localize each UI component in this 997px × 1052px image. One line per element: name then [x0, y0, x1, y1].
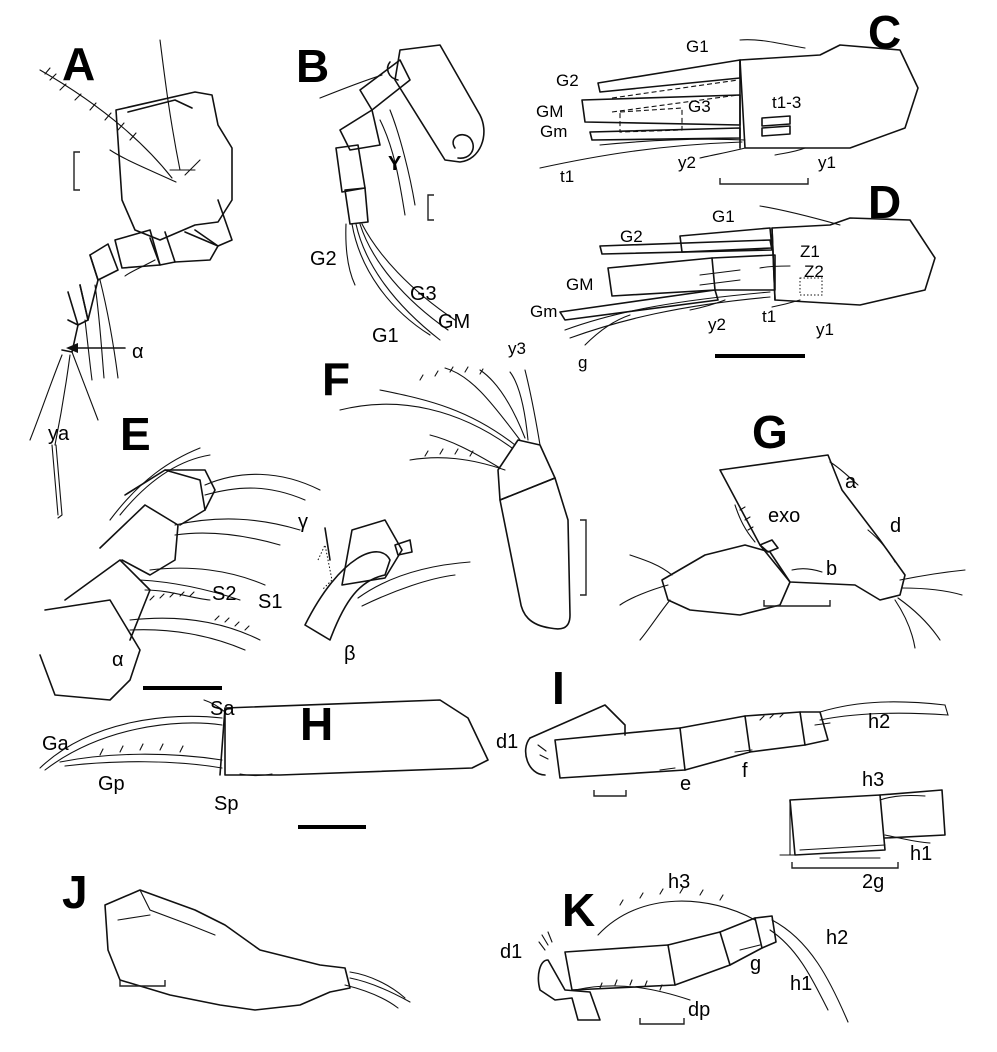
- panel-b-label-g3: G3: [410, 283, 437, 305]
- panel-k-label-h3: h3: [668, 871, 690, 893]
- panel-e-label: E: [120, 408, 151, 460]
- panel-a-pointer-head: [66, 343, 78, 353]
- panel-c-label-g3: G3: [688, 97, 711, 116]
- panel-e-label-gamma: γ: [298, 511, 308, 533]
- panel-i-label-2g: 2g: [862, 871, 884, 893]
- panel-b-drawing: [319, 44, 485, 341]
- panel-b-label-gm: GM: [438, 311, 470, 333]
- panel-d-label-y2: y2: [708, 315, 726, 334]
- panel-f-label: F: [322, 353, 350, 405]
- panel-e-label-s1: S1: [258, 591, 282, 613]
- panel-c-label-y2: y2: [678, 153, 696, 172]
- panel-i-label-h1: h1: [910, 843, 932, 865]
- panel-j-drawing: [104, 889, 411, 1011]
- panel-h-label-sa: Sa: [210, 698, 235, 720]
- panel-d-label: D: [868, 176, 901, 228]
- panel-e-drawing: [39, 447, 471, 701]
- panel-d-label-z2: Z2: [804, 262, 824, 281]
- panel-i-label: I: [552, 662, 565, 714]
- panel-c-label-y1: y1: [818, 153, 836, 172]
- panel-i-label-f: f: [742, 760, 748, 782]
- panel-g-label-a: a: [845, 471, 857, 493]
- panel-g-drawing: [619, 454, 966, 649]
- panel-g-label-d: d: [890, 515, 901, 537]
- panel-c-label: C: [868, 6, 901, 58]
- panel-d-label-t1: t1: [762, 307, 776, 326]
- panel-i-label-d1: d1: [496, 731, 518, 753]
- panel-i-drawing: [524, 701, 949, 869]
- panel-d-label-y3: y3: [508, 339, 526, 358]
- panel-b-label-g2: G2: [310, 248, 337, 270]
- panel-k-label-dp: dp: [688, 999, 710, 1021]
- panel-d-label-g: g: [578, 353, 587, 372]
- panel-d-label-gm-small: Gm: [530, 302, 557, 321]
- panel-h-label: H: [300, 698, 333, 750]
- panel-d-label-g2: G2: [620, 227, 643, 246]
- panel-d-label-g1: G1: [712, 207, 735, 226]
- panel-a-label-alpha: α: [132, 341, 144, 363]
- panel-c-label-t1: t1: [560, 167, 574, 186]
- panel-k-label-h2: h2: [826, 927, 848, 949]
- panel-h-label-gp: Gp: [98, 773, 125, 795]
- panel-e-label-alpha: α: [112, 649, 124, 671]
- panel-g-label-exo: exo: [768, 505, 800, 527]
- panel-h-label-sp: Sp: [214, 793, 238, 815]
- panel-a-drawing: [29, 39, 233, 519]
- panel-h-drawing: [39, 699, 489, 829]
- panel-c-label-t1-3: t1-3: [772, 93, 801, 112]
- panel-d-label-y1: y1: [816, 320, 834, 339]
- panel-d-drawing: [559, 205, 936, 358]
- panel-g-label: G: [752, 406, 788, 458]
- panel-j-label: J: [62, 866, 88, 918]
- panel-k-label-g: g: [750, 953, 761, 975]
- panel-k-label-d1: d1: [500, 941, 522, 963]
- panel-f-drawing: [339, 366, 587, 630]
- panel-e-label-beta: β: [344, 643, 356, 665]
- panel-d-label-gm: GM: [566, 275, 593, 294]
- panel-a-label: A: [62, 38, 95, 90]
- panel-i-label-h3: h3: [862, 769, 884, 791]
- panel-b-label-g1: G1: [372, 325, 399, 347]
- panel-c-label-g1: G1: [686, 37, 709, 56]
- panel-i-label-h2: h2: [868, 711, 890, 733]
- panel-b-label-y: Y: [388, 153, 402, 175]
- panel-k-label: K: [562, 884, 595, 936]
- panel-g-label-b: b: [826, 558, 837, 580]
- panel-c-label-g2: G2: [556, 71, 579, 90]
- panel-c-drawing: [539, 39, 919, 185]
- panel-c-label-gm-small: Gm: [540, 122, 567, 141]
- panel-d-label-z1: Z1: [800, 242, 820, 261]
- panel-i-label-e: e: [680, 773, 691, 795]
- panel-b-label: B: [296, 40, 329, 92]
- panel-c-label-gm: GM: [536, 102, 563, 121]
- panel-k-drawing: [537, 887, 849, 1025]
- panel-k-label-h1: h1: [790, 973, 812, 995]
- panel-h-label-ga: Ga: [42, 733, 70, 755]
- panel-e-label-s2: S2: [212, 583, 236, 605]
- panel-a-label-ya: ya: [48, 423, 70, 445]
